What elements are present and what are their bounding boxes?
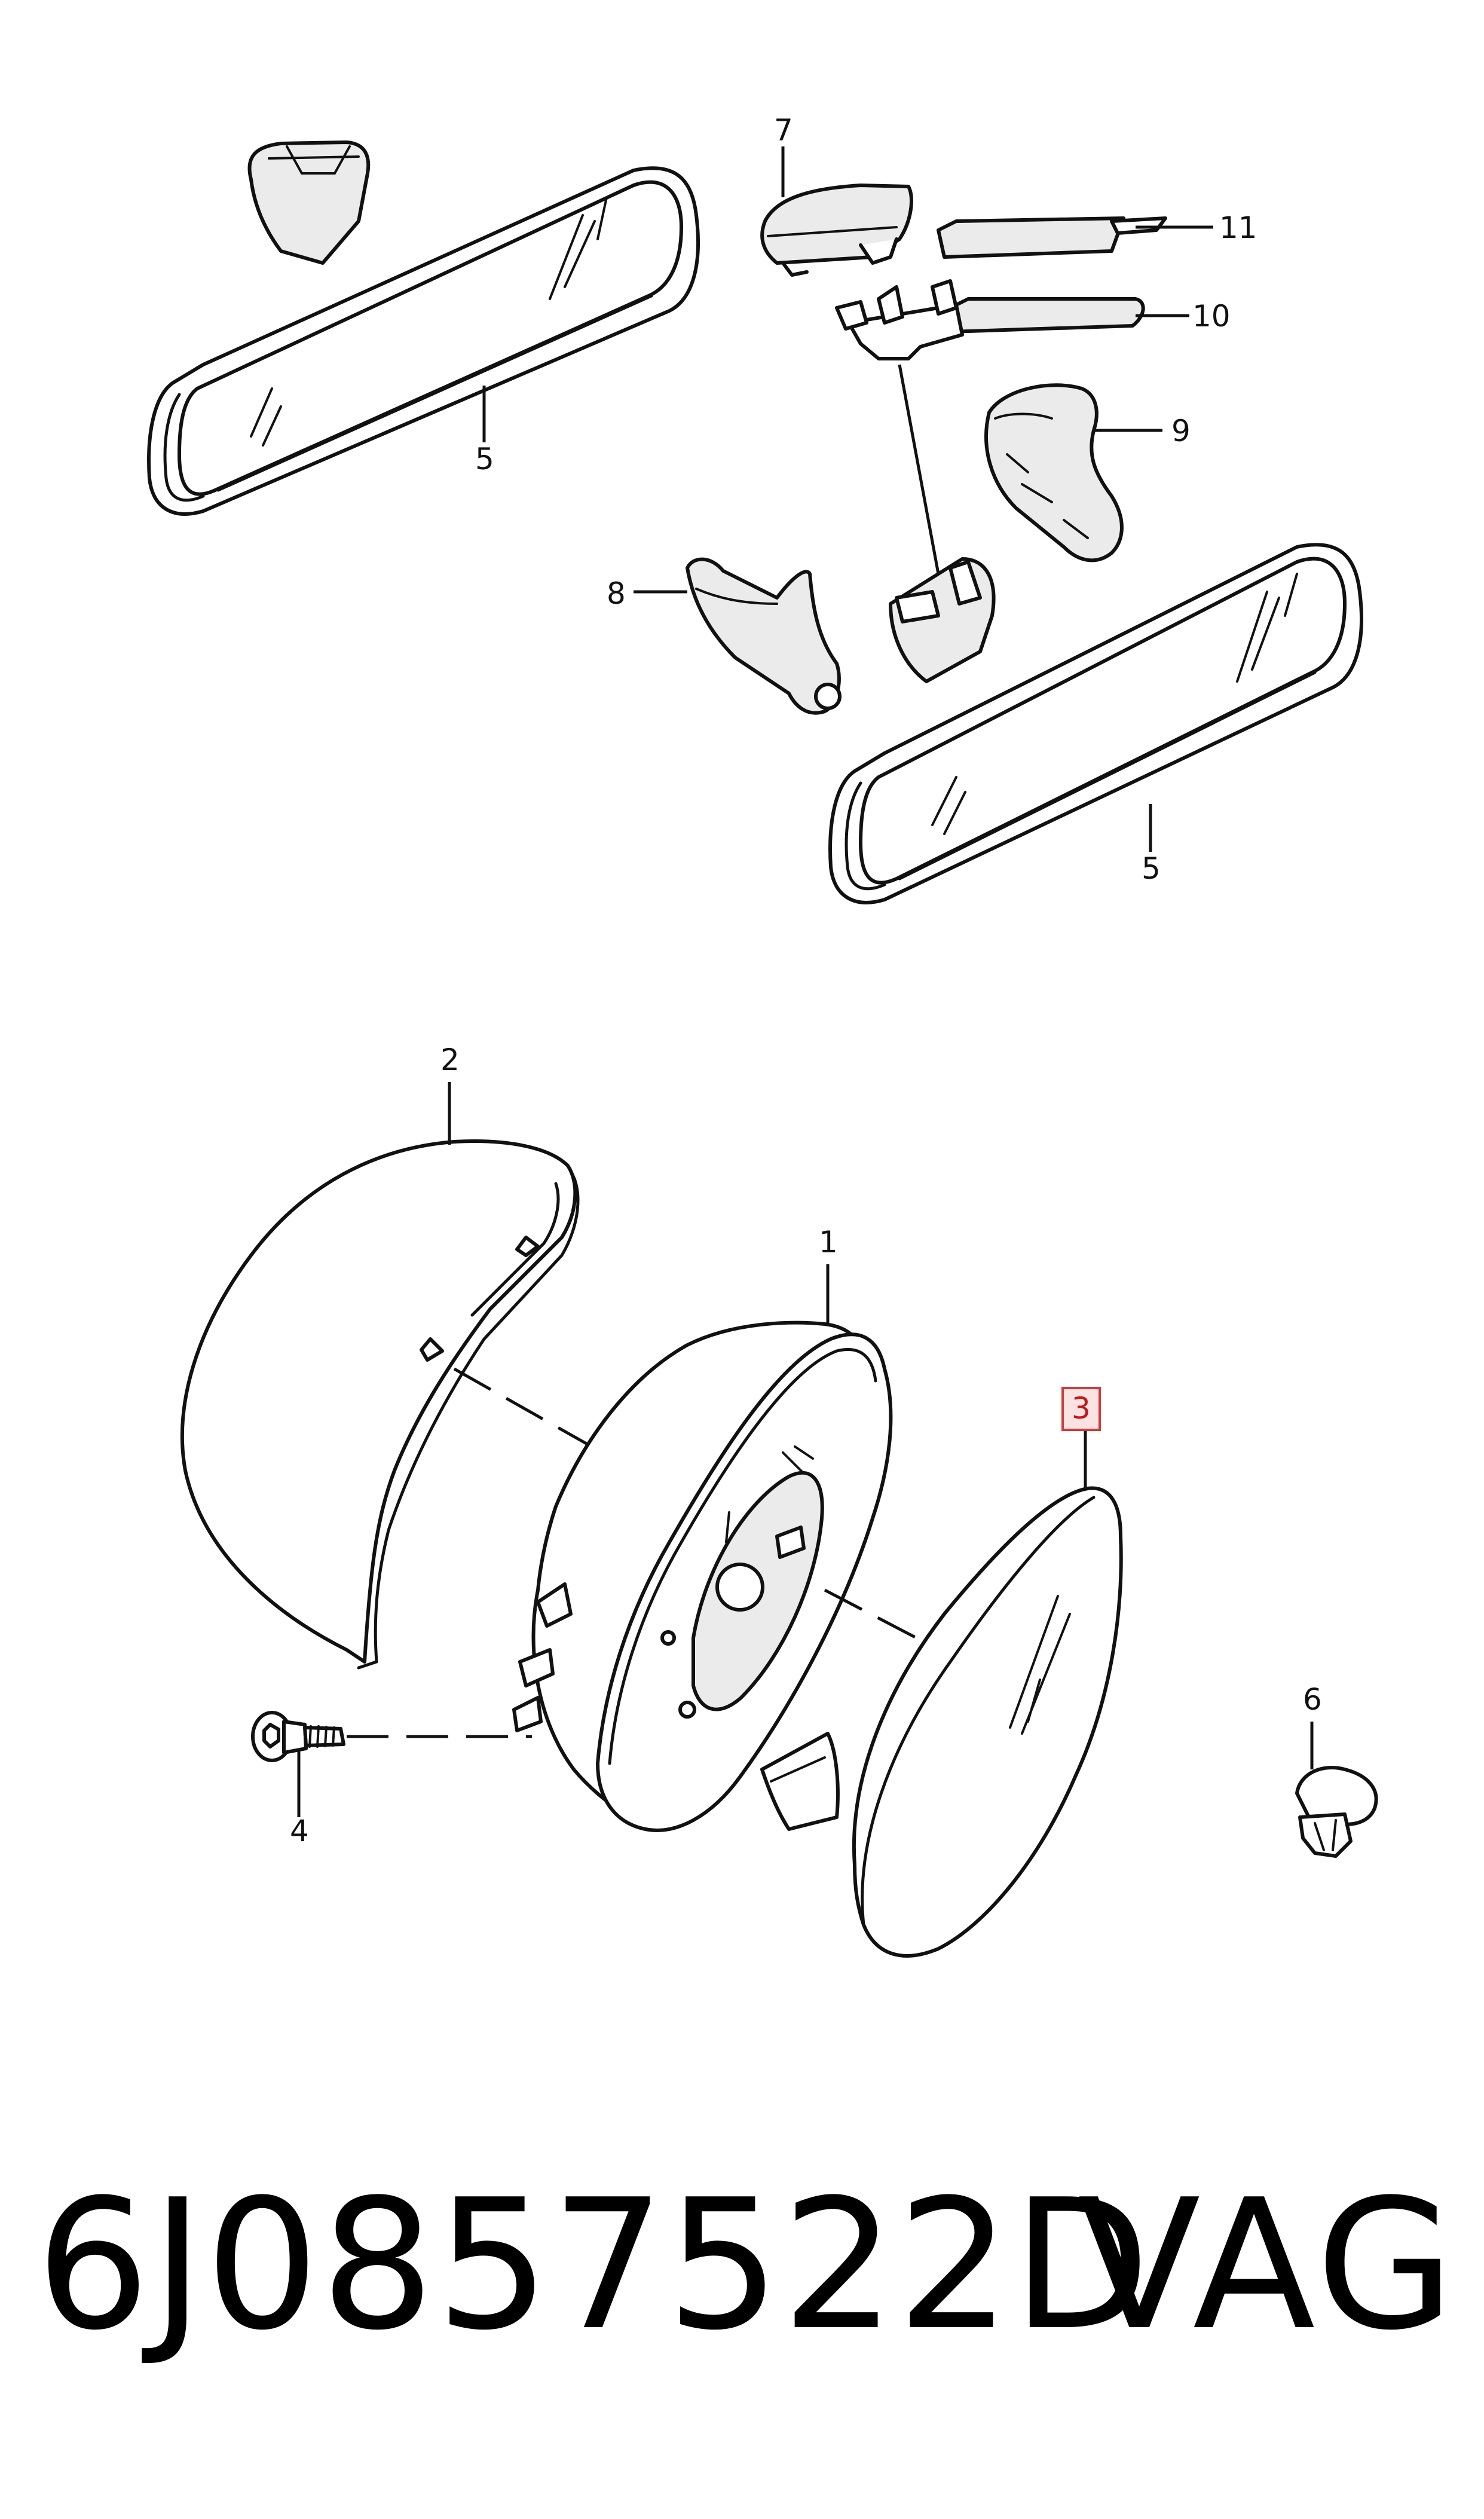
cover-part bbox=[984, 383, 1124, 563]
mirror-glass-part bbox=[852, 1486, 1123, 1958]
callout-3: 3 bbox=[1072, 1391, 1091, 1426]
callout-5-left: 5 bbox=[475, 442, 494, 476]
clip-part bbox=[1295, 1765, 1378, 1858]
callout-5-right: 5 bbox=[1142, 851, 1161, 886]
callout-10: 10 bbox=[1192, 299, 1231, 334]
callout-1: 1 bbox=[819, 1225, 838, 1260]
mirror-housing-part bbox=[512, 1320, 893, 1832]
bracket-part bbox=[835, 279, 1145, 360]
callout-4: 4 bbox=[290, 1814, 309, 1848]
rear-view-mirror-right bbox=[828, 543, 1363, 904]
rear-view-mirror-left bbox=[147, 140, 700, 516]
sensor-cover-part bbox=[760, 184, 913, 277]
callout-7: 7 bbox=[774, 113, 793, 148]
callout-9: 9 bbox=[1171, 414, 1191, 448]
callout-2: 2 bbox=[440, 1043, 460, 1077]
mirror-cap-part bbox=[180, 1139, 580, 1670]
callout-8: 8 bbox=[607, 576, 626, 611]
highlight-box bbox=[1061, 1387, 1101, 1431]
callout-11: 11 bbox=[1219, 210, 1257, 245]
brand-name: VAG bbox=[1078, 2161, 1458, 2370]
callout-6: 6 bbox=[1303, 1682, 1322, 1717]
footer: 6J0857522D VAG bbox=[36, 2152, 1458, 2379]
screw-part bbox=[251, 1711, 345, 1762]
part-number: 6J0857522D bbox=[36, 2161, 1152, 2370]
stem-cover-part bbox=[686, 557, 842, 715]
strip-part bbox=[937, 216, 1167, 259]
